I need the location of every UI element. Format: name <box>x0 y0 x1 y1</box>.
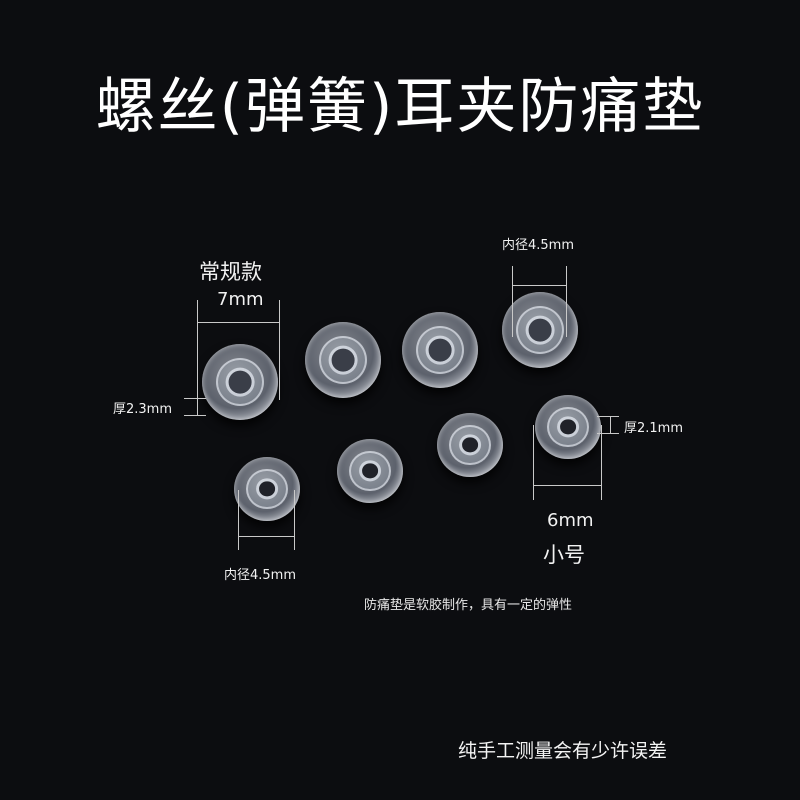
measure-line-small-thickness-vert <box>610 416 611 434</box>
measure-line-small-thickness-bottom <box>597 433 619 434</box>
measure-line-regular-left <box>197 300 198 400</box>
pad-regular-4 <box>502 292 578 368</box>
pad-hole <box>528 318 552 342</box>
regular-thickness-label: 厚2.3mm <box>113 402 173 417</box>
pad-regular-1 <box>202 344 278 420</box>
pad-ring <box>348 450 392 492</box>
pad-hole <box>560 419 576 435</box>
material-note: 防痛垫是软胶制作，具有一定的弹性 <box>364 598 573 613</box>
regular-name-label: 常规款 <box>199 260 262 284</box>
measure-line-small-width <box>533 485 602 486</box>
pad-hole <box>331 348 355 372</box>
pad-hole <box>428 338 452 362</box>
measure-line-thickness-vert <box>197 398 198 416</box>
measure-line-small-thickness-top <box>597 416 619 417</box>
small-inner-diameter-label: 内径4.5mm <box>224 568 297 583</box>
pad-ring <box>215 357 265 407</box>
pad-hole <box>228 370 252 394</box>
measure-line-regular-right <box>279 300 280 400</box>
pad-hole <box>259 481 275 497</box>
measure-line-inner-width <box>512 285 567 286</box>
pad-small-4 <box>535 395 601 459</box>
measure-line-thickness-top <box>184 398 206 399</box>
regular-diameter-label: 7mm <box>217 289 264 310</box>
measure-line-small-inner-right <box>294 490 295 550</box>
pad-small-1 <box>234 457 300 521</box>
measure-line-small-right <box>601 425 602 500</box>
measurement-disclaimer: 纯手工测量会有少许误差 <box>458 740 668 762</box>
pad-hole <box>362 463 378 479</box>
pad-small-2 <box>337 439 403 503</box>
pad-regular-3 <box>402 312 478 388</box>
pad-small-3 <box>437 413 503 477</box>
regular-inner-diameter-label: 内径4.5mm <box>502 238 575 253</box>
measure-line-small-left <box>533 425 534 500</box>
measure-line-inner-left <box>512 266 513 337</box>
pad-regular-2 <box>305 322 381 398</box>
small-name-label: 小号 <box>543 543 585 567</box>
pad-hole <box>462 437 478 453</box>
small-thickness-label: 厚2.1mm <box>624 421 684 436</box>
measure-line-thickness-bottom <box>184 415 206 416</box>
measure-line-small-inner-width <box>238 536 295 537</box>
measure-line-inner-right <box>566 266 567 337</box>
small-diameter-label: 6mm <box>547 510 594 531</box>
measure-line-regular-width <box>197 322 280 323</box>
measure-line-small-inner-left <box>238 490 239 550</box>
page-title: 螺丝(弹簧)耳夹防痛垫 <box>95 72 705 142</box>
